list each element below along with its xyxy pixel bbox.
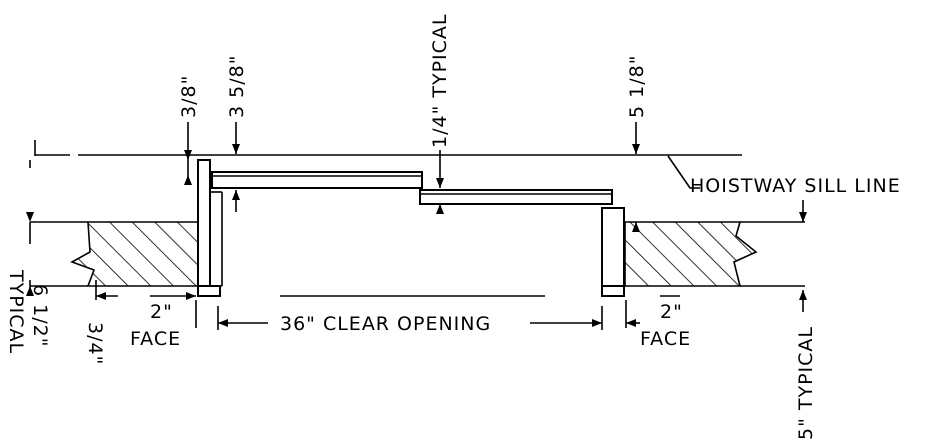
hoistway-sill-leader — [667, 155, 700, 189]
dim-quarter-typical-marker — [436, 150, 444, 214]
right-wall-section — [624, 221, 805, 287]
face-right-label: FACE — [640, 328, 691, 350]
door-panel-right — [419, 189, 613, 205]
dim-six-half-marker — [26, 160, 34, 296]
dim-clear-opening-marker — [217, 306, 603, 330]
dim-two-right-label: 2" — [660, 301, 683, 323]
left-wall-section — [29, 221, 199, 292]
dim-three-quarter-label: 3/4" — [84, 322, 106, 365]
dim-face-right-marker — [625, 295, 680, 328]
typical-left-label: TYPICAL — [5, 269, 27, 354]
dim-three-quarter-marker — [95, 280, 118, 300]
dim-quarter-typical-label: 1/4" TYPICAL — [429, 14, 451, 148]
clear-opening-label: 36" CLEAR OPENING — [280, 313, 491, 335]
dim-five-typical-label: 5" TYPICAL — [795, 326, 817, 440]
dim-six-half-label: 6 1/2" — [29, 284, 51, 347]
dim-face-left-marker — [150, 292, 197, 328]
dim-five-eighth-label: 5 1/8" — [626, 55, 648, 118]
face-left-label: FACE — [130, 328, 181, 350]
left-frame-jamb — [197, 159, 223, 297]
dim-three-eighths-marker — [184, 122, 192, 185]
hoistway-sill-line-label: HOISTWAY SILL LINE — [690, 175, 901, 197]
door-panel-left — [211, 171, 423, 189]
dim-three-eighths-label: 3/8" — [178, 75, 200, 118]
dim-three-five-eighths-marker — [232, 122, 240, 212]
right-frame-jamb — [601, 207, 625, 297]
dim-two-left-label: 2" — [150, 301, 173, 323]
dim-three-five-eighths-label: 3 5/8" — [226, 55, 248, 118]
dim-five-eighth-marker — [632, 122, 640, 232]
dim-right-wall-marker — [799, 200, 807, 312]
